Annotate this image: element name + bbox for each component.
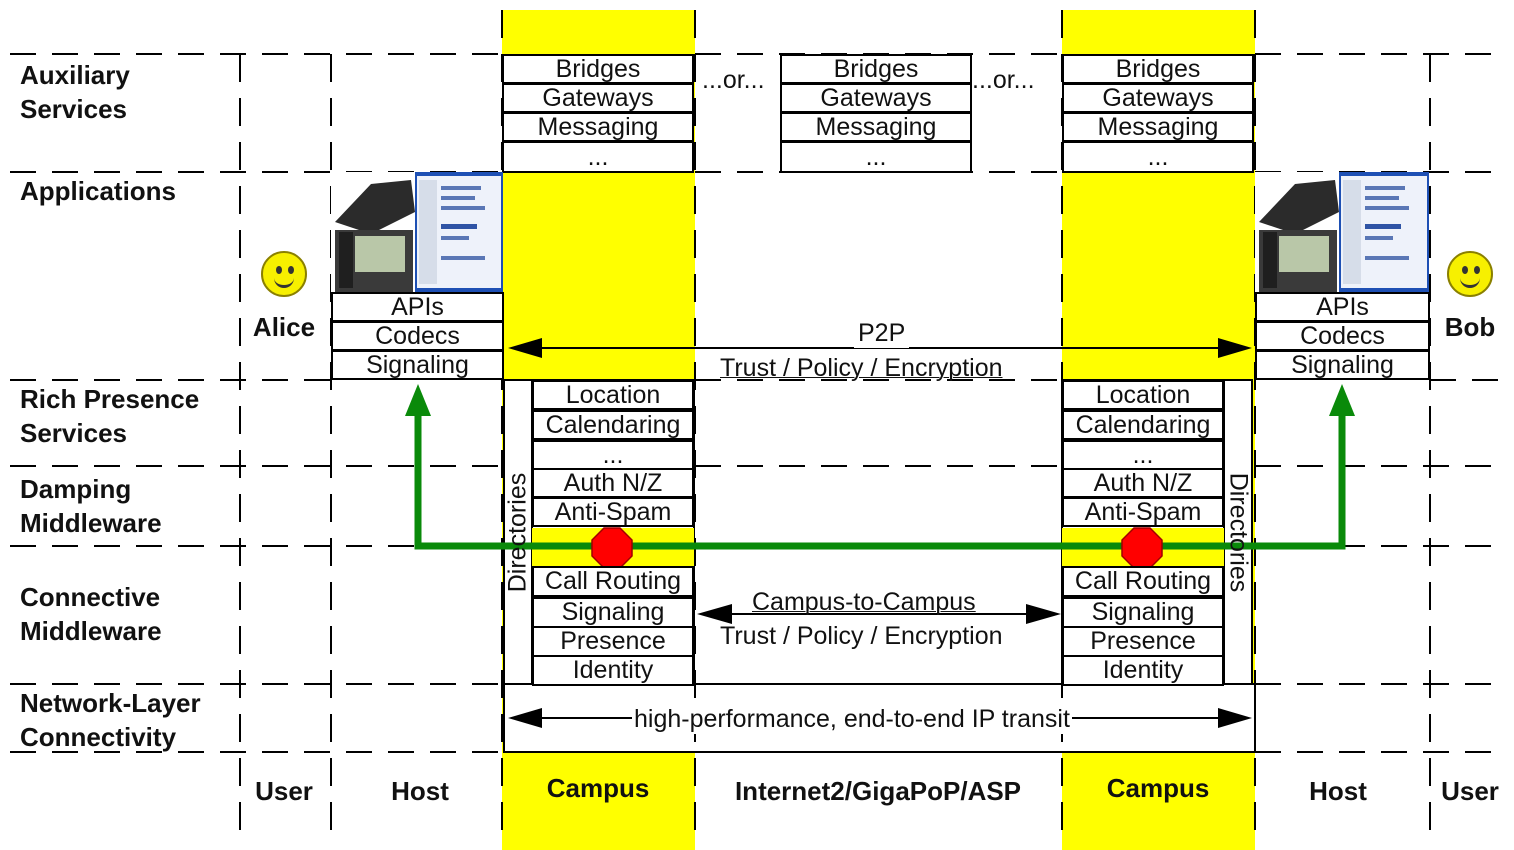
aux-stack-campus-right-messaging: Messaging	[1062, 112, 1254, 142]
campus-right-anti-spam: Anti-Spam	[1062, 497, 1224, 527]
column-label-user-right: User	[1441, 776, 1499, 806]
person-alice-label: Alice	[252, 312, 316, 342]
column-label-host-right: Host	[1309, 776, 1367, 806]
campus-right-identity: Identity	[1062, 655, 1224, 686]
campus-right-call-routing: Call Routing	[1062, 566, 1224, 597]
aux-stack-campus-left-bridges: Bridges	[502, 54, 694, 84]
campus-left-identity: Identity	[532, 655, 694, 686]
campus-left-ellipsis: ...	[532, 440, 694, 470]
column-label-internet: Internet2/GigaPoP/ASP	[734, 776, 1022, 806]
stop-octagon-icon	[591, 527, 633, 569]
column-label-user-left: User	[255, 776, 313, 806]
application-window-icon	[415, 172, 503, 292]
smiley-face-icon	[1447, 251, 1493, 297]
aux-stack-campus-left-gateways: Gateways	[502, 83, 694, 113]
aux-stack-campus-right-ellipsis: ...	[1062, 141, 1254, 173]
green-arrowhead-right	[1329, 384, 1355, 416]
aux-stack-campus-left-ellipsis: ...	[502, 141, 694, 173]
host-devices-right	[1255, 172, 1429, 292]
person-bob-label: Bob	[1444, 312, 1496, 342]
application-window-icon	[1339, 172, 1429, 292]
p2p-sublabel: Trust / Policy / Encryption	[720, 354, 1003, 382]
aux-stack-campus-right-bridges: Bridges	[1062, 54, 1254, 84]
campus-right-auth-n-z: Auth N/Z	[1062, 468, 1224, 498]
aux-stack-internet-gateways: Gateways	[780, 83, 972, 113]
campus-right-presence: Presence	[1062, 626, 1224, 657]
smiley-face-icon	[261, 251, 307, 297]
campus-right-calendaring: Calendaring	[1062, 410, 1224, 440]
aux-stack-internet-bridges: Bridges	[780, 54, 972, 84]
host-stack-right-codecs: Codecs	[1255, 321, 1430, 351]
campus-left-presence: Presence	[532, 626, 694, 657]
aux-stack-campus-left-messaging: Messaging	[502, 112, 694, 142]
campus-to-campus-label: Campus-to-Campus	[752, 588, 976, 616]
host-stack-left-signaling: Signaling	[331, 350, 504, 380]
p2p-label: P2P	[854, 319, 910, 348]
campus-right-location: Location	[1062, 380, 1224, 410]
or-label: ...or...	[972, 66, 1035, 94]
aux-stack-internet-messaging: Messaging	[780, 112, 972, 142]
host-stack-left-codecs: Codecs	[331, 321, 504, 351]
aux-stack-internet-ellipsis: ...	[780, 141, 972, 173]
layer-label-connective-middleware: Connective Middleware	[20, 582, 162, 646]
ip-phone-icon	[1259, 180, 1339, 292]
host-stack-right-signaling: Signaling	[1255, 350, 1430, 380]
campus-right-ellipsis: ...	[1062, 440, 1224, 470]
campus-to-campus-arrow	[697, 604, 1061, 624]
campus-left-calendaring: Calendaring	[532, 410, 694, 440]
p2p-arrow	[508, 338, 1252, 358]
host-devices-left	[331, 172, 503, 292]
layer-label-applications: Applications	[20, 176, 177, 206]
layer-label-rich-presence-services: Rich Presence Services	[20, 384, 200, 448]
transit-label: high-performance, end-to-end IP transit	[632, 705, 1072, 734]
host-stack-left-apis: APIs	[331, 292, 504, 322]
green-arrowhead-left	[405, 384, 431, 416]
column-label-campus-left: Campus	[546, 773, 650, 803]
campus-left-call-routing: Call Routing	[532, 566, 694, 597]
campus-left-auth-n-z: Auth N/Z	[532, 468, 694, 498]
aux-stack-campus-right-gateways: Gateways	[1062, 83, 1254, 113]
campus-left-anti-spam: Anti-Spam	[532, 497, 694, 527]
or-label: ...or...	[702, 66, 765, 94]
layer-label-auxiliary-services: Auxiliary Services	[20, 60, 130, 124]
directories-label-left: Directories	[503, 472, 532, 593]
campus-to-campus-sublabel: Trust / Policy / Encryption	[720, 622, 1003, 650]
host-stack-right-apis: APIs	[1255, 292, 1430, 322]
campus-left-location: Location	[532, 380, 694, 410]
directories-label-right: Directories	[1224, 472, 1253, 593]
campus-right-signaling: Signaling	[1062, 597, 1224, 628]
layer-label-network-layer-connectivity: Network-Layer Connectivity	[20, 688, 201, 752]
campus-left-signaling: Signaling	[532, 597, 694, 628]
column-label-host-left: Host	[391, 776, 449, 806]
column-label-campus-right: Campus	[1106, 773, 1210, 803]
directories-strip-right	[1223, 379, 1253, 685]
layer-label-damping-middleware: Damping Middleware	[20, 474, 162, 538]
ip-phone-icon	[335, 180, 415, 292]
stop-octagon-icon	[1121, 527, 1163, 569]
